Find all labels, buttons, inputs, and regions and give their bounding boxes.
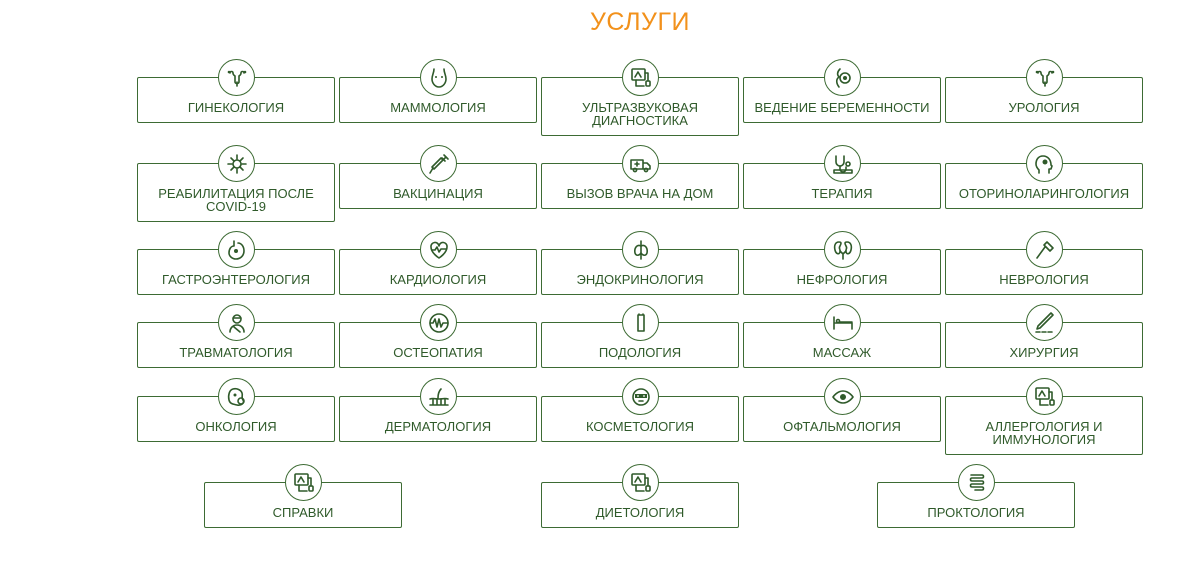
service-card[interactable]: ВАКЦИНАЦИЯ — [339, 145, 537, 209]
service-card[interactable]: ГАСТРОЭНТЕРОЛОГИЯ — [137, 231, 335, 295]
service-label: ОТОРИНОЛАРИНГОЛОГИЯ — [958, 186, 1130, 201]
service-card[interactable]: НЕФРОЛОГИЯ — [743, 231, 941, 295]
service-label: ВЕДЕНИЕ БЕРЕМЕННОСТИ — [754, 100, 930, 115]
service-label: МАММОЛОГИЯ — [390, 100, 486, 115]
service-card[interactable]: ОТОРИНОЛАРИНГОЛОГИЯ — [945, 145, 1143, 209]
service-label: ТРАВМАТОЛОГИЯ — [179, 345, 293, 360]
service-label: ХИРУРГИЯ — [1009, 345, 1079, 360]
service-label: ГАСТРОЭНТЕРОЛОГИЯ — [161, 272, 311, 287]
service-label: УЛЬТРАЗВУКОВАЯ ДИАГНОСТИКА — [581, 100, 699, 128]
ultrasound-icon — [285, 464, 322, 501]
syringe-icon — [420, 145, 457, 182]
service-card[interactable]: ОНКОЛОГИЯ — [137, 378, 335, 442]
service-label: ТЕРАПИЯ — [811, 186, 873, 201]
service-label: СПРАВКИ — [272, 505, 334, 520]
service-card[interactable]: ТЕРАПИЯ — [743, 145, 941, 209]
service-card[interactable]: УРОЛОГИЯ — [945, 59, 1143, 123]
page-title: УСЛУГИ — [590, 8, 690, 36]
virus-icon — [218, 145, 255, 182]
service-label: ГИНЕКОЛОГИЯ — [187, 100, 285, 115]
service-card[interactable]: ТРАВМАТОЛОГИЯ — [137, 304, 335, 368]
massage-table-icon — [824, 304, 861, 341]
service-card[interactable]: ВЫЗОВ ВРАЧА НА ДОМ — [541, 145, 739, 209]
ultrasound-icon — [622, 59, 659, 96]
spine-icon — [420, 304, 457, 341]
service-card[interactable]: ЭНДОКРИНОЛОГИЯ — [541, 231, 739, 295]
service-label: УРОЛОГИЯ — [1008, 100, 1080, 115]
service-card[interactable]: ХИРУРГИЯ — [945, 304, 1143, 368]
ultrasound-icon — [622, 464, 659, 501]
service-card[interactable]: ПОДОЛОГИЯ — [541, 304, 739, 368]
service-label: МАССАЖ — [812, 345, 872, 360]
ultrasound-icon — [1026, 378, 1063, 415]
service-label: ПРОКТОЛОГИЯ — [927, 505, 1025, 520]
service-card[interactable]: РЕАБИЛИТАЦИЯ ПОСЛЕ COVID-19 — [137, 145, 335, 222]
service-label: ОСТЕОПАТИЯ — [393, 345, 483, 360]
heart-icon — [420, 231, 457, 268]
service-card[interactable]: НЕВРОЛОГИЯ — [945, 231, 1143, 295]
service-label: ВЫЗОВ ВРАЧА НА ДОМ — [566, 186, 714, 201]
thyroid-icon — [622, 231, 659, 268]
skin-layer-icon — [420, 378, 457, 415]
service-label: АЛЛЕРГОЛОГИЯ И ИММУНОЛОГИЯ — [985, 419, 1103, 447]
service-label: РЕАБИЛИТАЦИЯ ПОСЛЕ COVID-19 — [158, 186, 314, 214]
service-label: НЕФРОЛОГИЯ — [796, 272, 888, 287]
cancer-cell-icon — [218, 378, 255, 415]
service-label: КАРДИОЛОГИЯ — [389, 272, 487, 287]
stomach-icon — [218, 231, 255, 268]
service-card[interactable]: КАРДИОЛОГИЯ — [339, 231, 537, 295]
service-card[interactable]: ОФТАЛЬМОЛОГИЯ — [743, 378, 941, 442]
service-card[interactable]: МАММОЛОГИЯ — [339, 59, 537, 123]
uterus-icon — [218, 59, 255, 96]
service-label: ВАКЦИНАЦИЯ — [393, 186, 483, 201]
service-card[interactable]: УЛЬТРАЗВУКОВАЯ ДИАГНОСТИКА — [541, 59, 739, 136]
service-card[interactable]: ВЕДЕНИЕ БЕРЕМЕННОСТИ — [743, 59, 941, 123]
bandaged-person-icon — [218, 304, 255, 341]
service-card[interactable]: КОСМЕТОЛОГИЯ — [541, 378, 739, 442]
ambulance-icon — [622, 145, 659, 182]
uterus-icon — [1026, 59, 1063, 96]
service-card[interactable]: ПРОКТОЛОГИЯ — [877, 464, 1075, 528]
reflex-hammer-icon — [1026, 231, 1063, 268]
service-label: ОНКОЛОГИЯ — [195, 419, 277, 434]
ent-head-icon — [1026, 145, 1063, 182]
service-label: ЭНДОКРИНОЛОГИЯ — [576, 272, 704, 287]
foot-icon — [622, 304, 659, 341]
intestine-icon — [958, 464, 995, 501]
service-label: НЕВРОЛОГИЯ — [999, 272, 1089, 287]
pregnancy-icon — [824, 59, 861, 96]
service-card[interactable]: ДЕРМАТОЛОГИЯ — [339, 378, 537, 442]
service-card[interactable]: ОСТЕОПАТИЯ — [339, 304, 537, 368]
service-label: ДЕРМАТОЛОГИЯ — [384, 419, 492, 434]
service-card[interactable]: АЛЛЕРГОЛОГИЯ И ИММУНОЛОГИЯ — [945, 378, 1143, 455]
service-label: ПОДОЛОГИЯ — [598, 345, 682, 360]
scalpel-icon — [1026, 304, 1063, 341]
service-label: ДИЕТОЛОГИЯ — [595, 505, 685, 520]
service-card[interactable]: МАССАЖ — [743, 304, 941, 368]
service-card[interactable]: ДИЕТОЛОГИЯ — [541, 464, 739, 528]
face-mask-icon — [622, 378, 659, 415]
kidneys-icon — [824, 231, 861, 268]
service-card[interactable]: ГИНЕКОЛОГИЯ — [137, 59, 335, 123]
service-card[interactable]: СПРАВКИ — [204, 464, 402, 528]
service-label: ОФТАЛЬМОЛОГИЯ — [783, 419, 901, 434]
eye-icon — [824, 378, 861, 415]
stethoscope-icon — [824, 145, 861, 182]
service-label: КОСМЕТОЛОГИЯ — [585, 419, 695, 434]
torso-icon — [420, 59, 457, 96]
